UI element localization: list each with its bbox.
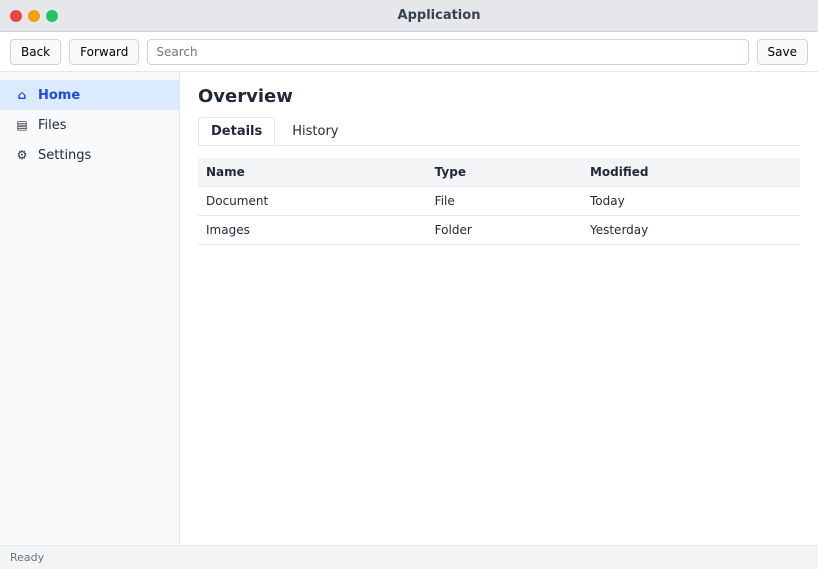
back-button[interactable]: Back	[10, 38, 62, 65]
table-cell: Yesterday	[581, 215, 800, 245]
tab-bar: Details History	[198, 117, 800, 146]
maximize-icon[interactable]	[46, 9, 58, 22]
close-icon[interactable]	[10, 9, 22, 22]
main-panel: Overview Details History Name Type Modif…	[180, 72, 818, 545]
status-bar: Ready	[0, 545, 818, 569]
table-cell: Folder	[426, 215, 582, 245]
page-title: Overview	[198, 86, 293, 107]
table-cell: Today	[581, 186, 800, 216]
content-area: ⌂ Home ▤ Files ⚙ Settings Overview Detai…	[0, 72, 818, 545]
sidebar-item-label: Files	[38, 117, 67, 133]
table-cell: Images	[198, 215, 427, 245]
minimize-icon[interactable]	[28, 9, 40, 22]
sidebar-item-label: Home	[38, 87, 81, 103]
folder-icon: ▤	[16, 118, 28, 132]
column-header[interactable]: Name	[198, 158, 427, 187]
table-cell: Document	[198, 186, 427, 216]
table-row[interactable]: Images Folder Yesterday	[198, 215, 800, 245]
tab-history[interactable]: History	[292, 124, 339, 139]
tab-details[interactable]: Details	[198, 117, 276, 145]
sidebar-item-files[interactable]: ▤ Files	[0, 110, 179, 140]
sidebar-item-home[interactable]: ⌂ Home	[0, 80, 179, 110]
titlebar: Application	[0, 0, 818, 32]
table-row[interactable]: Document File Today	[198, 186, 800, 216]
save-button[interactable]: Save	[756, 38, 808, 65]
sidebar-item-label: Settings	[38, 147, 92, 163]
gear-icon: ⚙	[16, 148, 28, 162]
column-header[interactable]: Modified	[581, 158, 800, 187]
sidebar-item-settings[interactable]: ⚙ Settings	[0, 140, 179, 170]
window-controls	[10, 9, 58, 22]
column-header[interactable]: Type	[426, 158, 582, 187]
status-text: Ready	[10, 551, 45, 564]
table-header-row: Name Type Modified	[198, 158, 800, 187]
forward-button[interactable]: Forward	[69, 38, 140, 65]
sidebar: ⌂ Home ▤ Files ⚙ Settings	[0, 72, 180, 545]
toolbar: Back Forward Save	[0, 32, 818, 72]
data-table: Name Type Modified Document File Today I…	[198, 158, 800, 245]
home-icon: ⌂	[17, 88, 27, 102]
table-cell: File	[426, 186, 582, 216]
window-title: Application	[397, 8, 481, 23]
search-input[interactable]	[147, 38, 749, 65]
